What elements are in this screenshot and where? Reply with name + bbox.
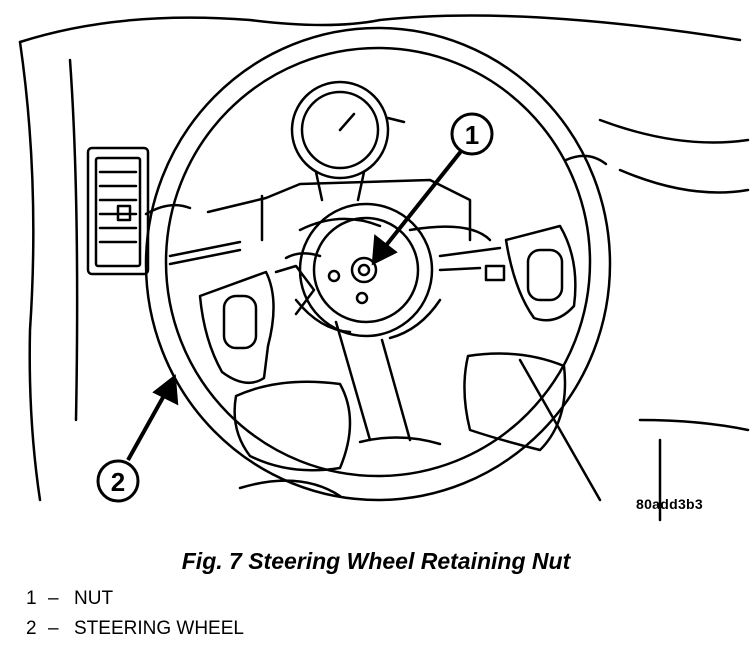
dashboard-outline [18,14,742,44]
legend: 1–NUT 2–STEERING WHEEL [26,586,244,646]
leader-arrow-1 [371,148,464,266]
legend-item: 1–NUT [26,586,244,616]
retaining-nut [327,256,378,305]
lower-spoke [233,320,602,502]
legend-label: STEERING WHEEL [74,618,244,639]
figure-caption: Fig. 7 Steering Wheel Retaining Nut [181,548,571,574]
steering-wheel-illustration: 1 2 [18,14,750,522]
column-shroud [206,178,472,242]
steering-wheel-rim [144,26,612,502]
callout-1: 1 [450,112,494,156]
right-spoke [438,224,577,322]
wheel-hub [284,202,492,340]
svg-text:2: 2 [111,467,125,497]
legend-dash: – [48,618,59,639]
legend-number: 1 [26,588,37,609]
figure-reference-code: 80add3b3 [636,496,703,512]
left-spoke [198,264,316,385]
legend-label: NUT [74,588,114,609]
gauge [290,80,406,202]
legend-item: 2–STEERING WHEEL [26,616,244,646]
callout-2: 2 [96,459,140,503]
svg-text:1: 1 [465,120,479,150]
leader-arrow-2 [126,374,179,461]
legend-number: 2 [26,618,37,639]
dashboard-edge [18,40,42,502]
air-vent [86,146,150,276]
legend-dash: – [48,588,59,609]
